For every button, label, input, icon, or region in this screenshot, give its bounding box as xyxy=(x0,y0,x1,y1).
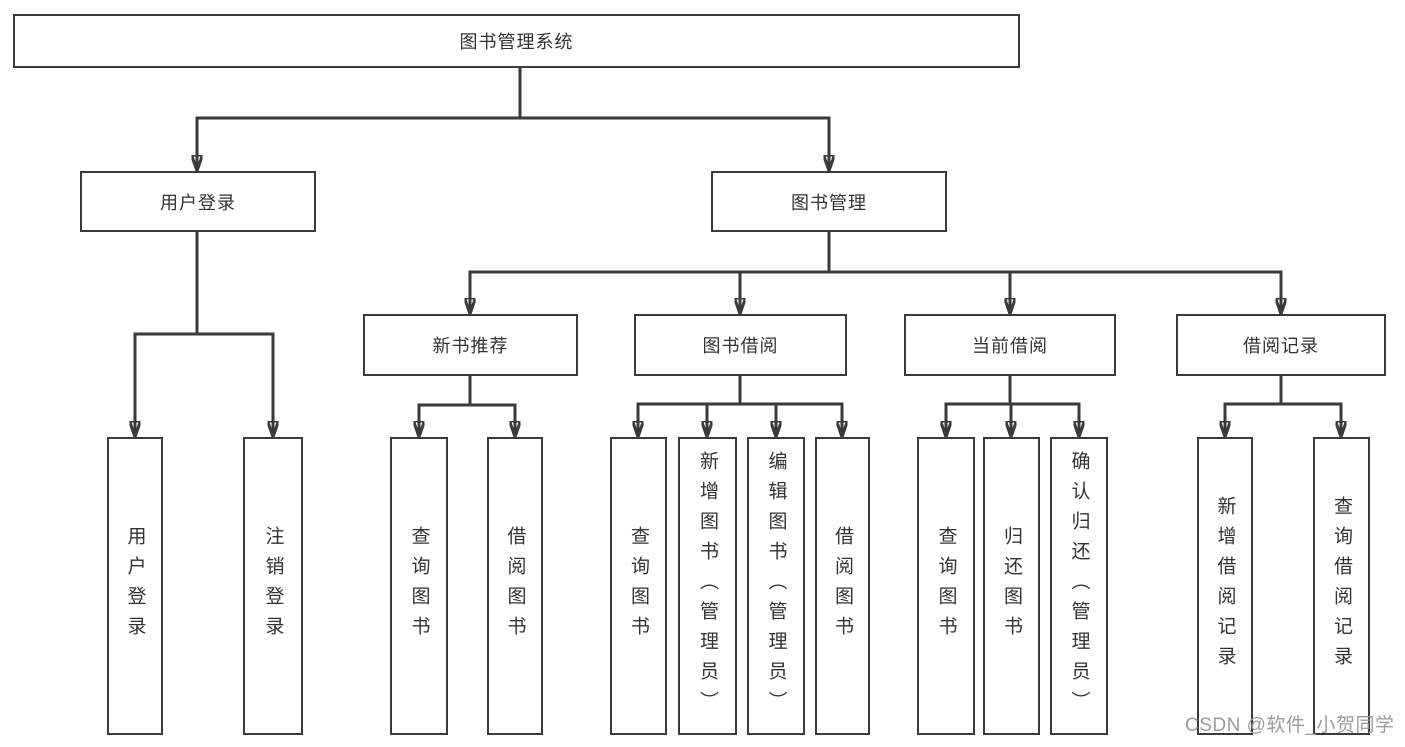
leaf-borrowing-borrow-books: 借阅图书 xyxy=(815,437,870,735)
leaf-user-login: 用户登录 xyxy=(107,437,163,735)
leaf-records-add-record-label: 新增借阅记录 xyxy=(1214,496,1236,676)
node-book-borrowing: 图书借阅 xyxy=(634,314,847,376)
leaf-current-return-books-label: 归还图书 xyxy=(1001,526,1022,646)
connector-current-borrowing-to-leaves xyxy=(946,374,1079,438)
node-book-management: 图书管理 xyxy=(711,171,947,232)
leaf-current-return-books: 归还图书 xyxy=(983,437,1040,735)
connector-user-login-to-leaves xyxy=(135,230,273,438)
leaf-borrowing-edit-books-admin-label: 编辑图书（管理员） xyxy=(765,451,787,721)
leaf-records-query-record-label: 查询借阅记录 xyxy=(1331,496,1352,676)
csdn-watermark: CSDN @软件_小贺同学 xyxy=(1185,715,1395,736)
connector-book-management-to-level3 xyxy=(470,230,1281,315)
leaf-current-confirm-return-admin-label: 确认归还（管理员） xyxy=(1068,451,1090,721)
leaf-borrowing-edit-books-admin: 编辑图书（管理员） xyxy=(747,437,805,735)
leaf-logout-label: 注销登录 xyxy=(262,526,284,646)
leaf-borrowing-query-books: 查询图书 xyxy=(610,437,667,735)
node-current-borrowing: 当前借阅 xyxy=(904,314,1116,376)
leaf-current-query-books-label: 查询图书 xyxy=(935,526,957,646)
node-library-management-system: 图书管理系统 xyxy=(13,14,1020,68)
leaf-user-login-label: 用户登录 xyxy=(124,526,146,646)
connector-borrowing-records-to-leaves xyxy=(1225,374,1341,438)
leaf-records-query-record: 查询借阅记录 xyxy=(1313,437,1370,735)
connector-new-book-recommend-to-leaves xyxy=(419,374,515,438)
leaf-current-query-books: 查询图书 xyxy=(917,437,975,735)
node-borrowing-records: 借阅记录 xyxy=(1176,314,1386,376)
leaf-recommend-borrow-books-label: 借阅图书 xyxy=(504,526,526,646)
leaf-current-confirm-return-admin: 确认归还（管理员） xyxy=(1050,437,1108,735)
leaf-recommend-borrow-books: 借阅图书 xyxy=(487,437,543,735)
leaf-borrowing-query-books-label: 查询图书 xyxy=(628,526,649,646)
leaf-borrowing-add-books-admin-label: 新增图书（管理员） xyxy=(697,451,718,721)
leaf-records-add-record: 新增借阅记录 xyxy=(1197,437,1253,735)
leaf-borrowing-add-books-admin: 新增图书（管理员） xyxy=(678,437,737,735)
leaf-recommend-query-books: 查询图书 xyxy=(390,437,448,735)
node-user-login-group: 用户登录 xyxy=(80,171,316,232)
leaf-borrowing-borrow-books-label: 借阅图书 xyxy=(832,526,853,646)
node-new-book-recommend: 新书推荐 xyxy=(363,314,578,376)
connector-book-borrowing-to-leaves xyxy=(638,374,842,438)
leaf-logout: 注销登录 xyxy=(243,437,303,735)
connector-root-to-level2 xyxy=(197,66,829,172)
leaf-recommend-query-books-label: 查询图书 xyxy=(408,526,430,646)
